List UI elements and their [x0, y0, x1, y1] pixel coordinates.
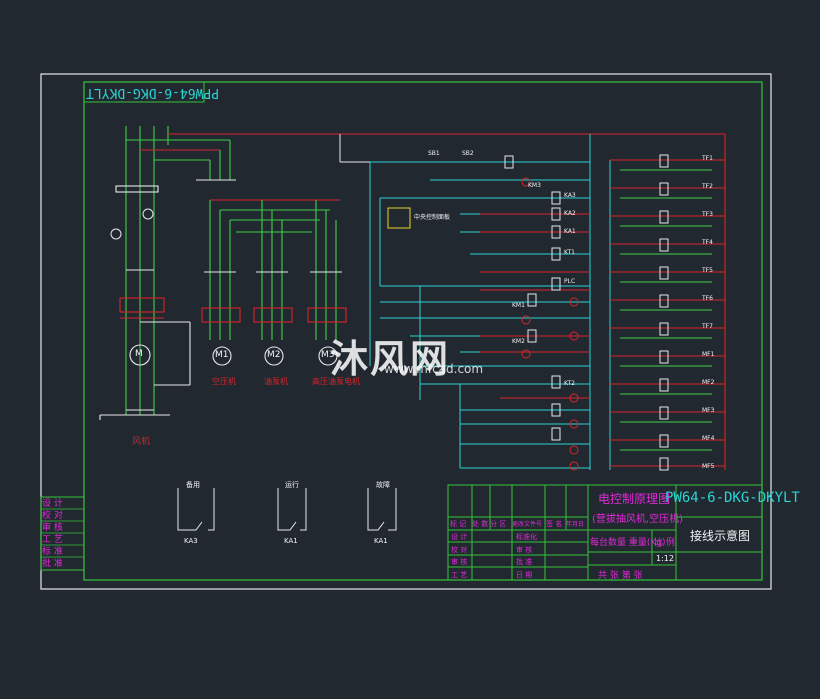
- contact-run-title: 运行: [285, 481, 299, 489]
- title-row-mid: 审 核: [516, 545, 533, 554]
- title-row-mid: 批 准: [516, 558, 533, 566]
- motor-M-id: M: [135, 349, 143, 359]
- kt1-label: KT1: [564, 249, 575, 256]
- relay-tag: MF5: [702, 463, 715, 470]
- motor-M-caption: 风机: [132, 437, 151, 447]
- left-sign-label: 设 计: [42, 499, 63, 509]
- sheet-label: 共 张 第 张: [598, 571, 643, 581]
- fan-branch: [99, 180, 191, 420]
- title-row-left: 审 核: [451, 558, 468, 566]
- bottom-contacts: [177, 488, 397, 531]
- inner-border: [83, 81, 763, 581]
- motor-M2-caption: 油泵机: [264, 377, 288, 386]
- rev-header: 年月日: [566, 521, 585, 528]
- rev-header: 签 名: [546, 520, 563, 528]
- left-sign-label: 批 准: [42, 559, 63, 569]
- scale-value: 1:12: [656, 554, 674, 563]
- left-sign-labels: 设 计 校 对 审 核 工 艺 标 准 批 准: [42, 498, 84, 570]
- motor-M1-id: M1: [215, 350, 229, 360]
- rev-header: 标 记: [450, 520, 467, 528]
- motor-M-symbol: [129, 344, 151, 366]
- motor-M2-id: M2: [267, 350, 281, 360]
- left-sign-block: [40, 496, 85, 571]
- title-row-mid: 日 期: [516, 570, 533, 579]
- mass-label: 每台数量 重量(Kg): [590, 538, 666, 548]
- motor-M2-symbol: [264, 346, 284, 366]
- motor-M3-caption: 高压油泵电机: [312, 377, 360, 386]
- motor-M3-id: M3: [321, 350, 335, 360]
- title-line-2: (营拔抽风机,空压机): [592, 514, 683, 525]
- control-circuit: [339, 134, 591, 471]
- relay-tag: TF2: [702, 183, 713, 190]
- title-rows-left: 设 计 校 对 审 核 工 艺: [451, 532, 467, 582]
- relay-tag: TF6: [702, 295, 713, 302]
- title-block: [447, 484, 763, 581]
- title-row-left: 工 艺: [451, 570, 468, 579]
- motor-M1-symbol: [212, 346, 232, 366]
- rev-header: 处 数: [472, 520, 489, 528]
- left-sign-label: 审 核: [42, 523, 63, 533]
- relay-tag: MF1: [702, 351, 715, 358]
- ka3-label: KA3: [564, 192, 576, 199]
- relay-tag: MF4: [702, 435, 715, 442]
- title-rows-mid: 标准化 审 核 批 准 日 期: [516, 532, 537, 582]
- plc-label: PLC: [564, 278, 576, 285]
- left-sign-label: 工 艺: [42, 535, 63, 545]
- ammeter-symbol: [110, 228, 122, 240]
- contact-standby-title: 备用: [186, 481, 200, 489]
- ratio-label: 比 例: [654, 538, 675, 548]
- rev-header: 分 区: [490, 520, 507, 528]
- relay-tag: MF2: [702, 379, 715, 386]
- left-sign-label: 校 对: [42, 511, 63, 521]
- contact-standby-tag: KA3: [184, 537, 198, 545]
- relay-tag: TF7: [702, 323, 713, 330]
- sb1-label: SB1: [428, 150, 440, 157]
- contact-fault-title: 故障: [376, 481, 390, 489]
- relay-tag: TF1: [702, 155, 713, 162]
- relay-tag: TF4: [702, 239, 713, 246]
- power-bus: [125, 126, 726, 470]
- code-box: [83, 81, 205, 103]
- watermark-logo: 沐风网: [330, 337, 451, 381]
- voltmeter-symbol: [142, 208, 154, 220]
- drawing-code-mirrored: PPW64-6-DKG-DKYLT: [86, 85, 220, 100]
- ka1-label: KA1: [564, 228, 576, 235]
- title-row-mid: 标准化: [516, 533, 537, 541]
- relay-tag: TF3: [702, 211, 713, 218]
- title-row-left: 校 对: [451, 545, 468, 554]
- relay-tag: MF3: [702, 407, 715, 414]
- contact-fault-tag: KA1: [374, 537, 388, 545]
- sb2-label: SB2: [462, 150, 474, 157]
- drawing-subtitle: 接线示意图: [690, 529, 751, 543]
- contact-run-tag: KA1: [284, 537, 298, 545]
- km3-label: KM3: [528, 182, 541, 189]
- relay-column: [609, 154, 725, 471]
- rev-headers: 标 记 处 数 分 区 更改文件号 签 名 年月日: [450, 519, 590, 529]
- km1-label: KM1: [512, 302, 525, 309]
- outer-frame: [40, 73, 772, 590]
- relay-tags: TF1 TF2 TF3 TF4 TF5 TF6 TF7 MF1 MF2 MF3 …: [702, 155, 726, 491]
- central-panel-label: 中央控制面板: [414, 214, 451, 221]
- left-sign-label: 标 准: [42, 547, 63, 557]
- relay-tag: TF5: [702, 267, 713, 274]
- ka2-label: KA2: [564, 210, 576, 217]
- motor-branches: [201, 200, 347, 340]
- motor-M1-caption: 空压机: [212, 377, 236, 386]
- km2-label: KM2: [512, 338, 525, 345]
- watermark-url: www.mfcad.com: [384, 362, 484, 376]
- drawing-code: PW64-6-DKG-DKYLT: [665, 490, 800, 506]
- rev-header: 更改文件号: [512, 521, 543, 528]
- motor-M3-symbol: [318, 346, 338, 366]
- title-line-1: 电控制原理图: [598, 492, 671, 506]
- title-row-left: 设 计: [451, 533, 468, 541]
- kt2-label: KT2: [564, 380, 575, 387]
